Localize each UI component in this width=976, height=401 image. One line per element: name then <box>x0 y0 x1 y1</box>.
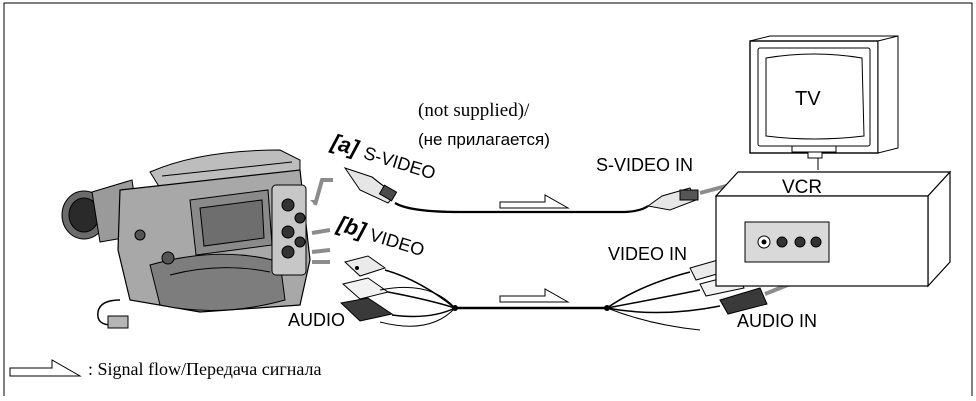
video-in-label: VIDEO IN <box>608 244 687 264</box>
signal-flow-legend-label: : Signal flow/Передача сигнала <box>88 359 321 379</box>
signal-flow-arrow-icon <box>499 194 570 209</box>
camcorder-input-arrows <box>310 178 333 264</box>
s-video-in-label: S-VIDEO IN <box>596 155 693 175</box>
vcr <box>714 170 952 288</box>
audio-label: AUDIO <box>288 310 345 330</box>
tv-label: TV <box>795 88 821 110</box>
signal-flow-arrow-icon <box>499 288 570 303</box>
legend-arrow-icon <box>9 359 82 377</box>
not-supplied-en-label: (not supplied)/ <box>418 100 530 121</box>
audio-in-label: AUDIO IN <box>737 311 817 331</box>
vcr-label: VCR <box>782 177 822 198</box>
frame-border <box>3 2 973 396</box>
tv <box>749 35 899 170</box>
not-supplied-ru-label: (не прилагается) <box>418 130 550 149</box>
camcorder <box>61 149 311 329</box>
a-marker-label: [a] <box>328 129 363 161</box>
video-label: VIDEO <box>367 225 426 261</box>
b-marker-label: [b] <box>334 211 370 244</box>
s-video-cable <box>343 167 699 214</box>
video-label-group: [b] VIDEO <box>334 211 427 261</box>
